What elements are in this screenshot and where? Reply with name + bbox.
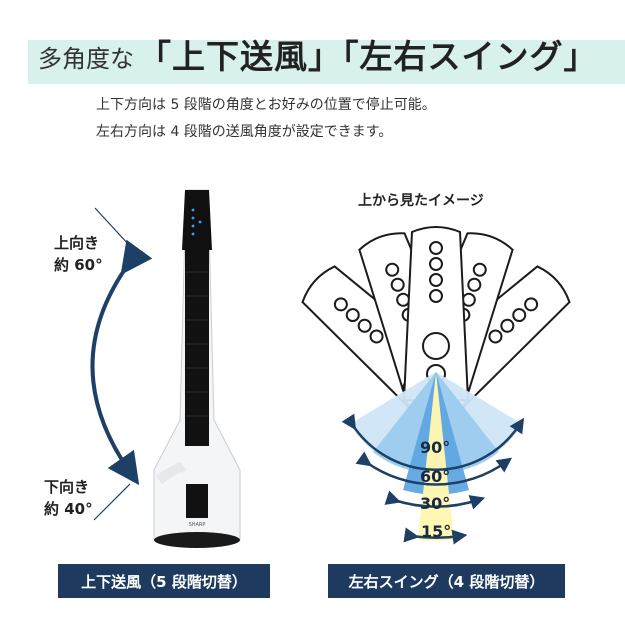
- title-main: 「上下送風」「左右スイング」: [138, 37, 598, 76]
- description: 上下方向は 5 段階の角度とお好みの位置で停止可能。 左右方向は 4 段階の送風…: [96, 92, 436, 146]
- angle-label-90: 90°: [420, 438, 451, 457]
- up-angle-label: 上向き 約 60°: [54, 232, 103, 276]
- angle-label-60: 60°: [420, 467, 451, 486]
- title-highlight-band: [28, 40, 625, 84]
- page-title: 多角度な 「上下送風」「左右スイング」: [38, 26, 598, 86]
- vertical-swing-caption: 上下送風（5 段階切替）: [58, 564, 270, 598]
- down-label-value: 約 40°: [44, 500, 93, 518]
- description-line-2: 左右方向は 4 段階の送風角度が設定できます。: [96, 124, 393, 140]
- down-angle-label: 下向き 約 40°: [44, 476, 93, 520]
- description-line-1: 上下方向は 5 段階の角度とお好みの位置で停止可能。: [96, 97, 436, 113]
- horizontal-swing-caption: 左右スイング（4 段階切替）: [328, 564, 565, 598]
- brand-label: SHARP: [189, 522, 206, 528]
- up-label-value: 約 60°: [54, 256, 103, 274]
- tower-fan: SHARP: [153, 189, 241, 548]
- angle-label-15: 15°: [421, 522, 452, 541]
- down-label-text: 下向き: [44, 478, 90, 496]
- swing-arcs: [341, 413, 525, 545]
- vertical-swing-arrow: [90, 207, 153, 521]
- top-view-label: 上から見たイメージ: [358, 193, 484, 209]
- title-prefix: 多角度な: [38, 45, 134, 73]
- angle-label-30: 30°: [420, 494, 451, 513]
- up-label-text: 上向き: [54, 234, 100, 252]
